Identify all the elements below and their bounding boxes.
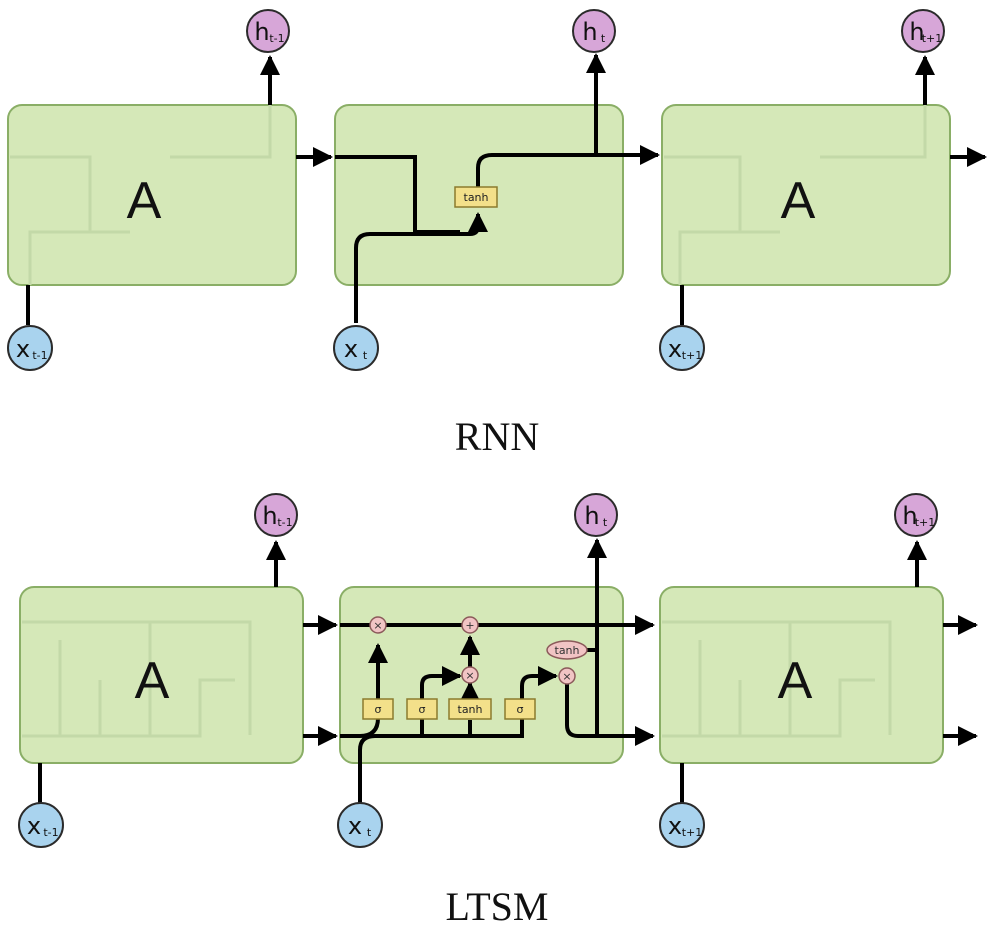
- svg-text:+: +: [465, 619, 474, 632]
- lstm-input-node-prev: x t-1: [18, 802, 64, 848]
- rnn-cell-right: [661, 104, 951, 286]
- svg-text:h: h: [582, 18, 597, 46]
- rnn-input-node-current: x t: [333, 325, 379, 371]
- lstm-forget-gate-layer: σ: [362, 698, 394, 720]
- rnn-tanh-output: [476, 153, 596, 187]
- svg-text:t: t: [367, 826, 372, 839]
- svg-text:×: ×: [562, 670, 571, 683]
- lstm-output-node-current: h t: [574, 493, 618, 537]
- rnn-ghost-wiring-right: [664, 105, 927, 285]
- svg-text:σ: σ: [517, 703, 524, 716]
- svg-text:tanh: tanh: [458, 703, 483, 716]
- svg-text:t+1: t+1: [922, 32, 943, 45]
- lstm-forget-multiply-op: ×: [369, 616, 387, 634]
- lstm-tanh-op: tanh: [546, 640, 588, 660]
- svg-text:σ: σ: [375, 703, 382, 716]
- rnn-cell-left-letter: A: [127, 172, 162, 230]
- lstm-input-gate-layer: σ: [406, 698, 438, 720]
- svg-text:σ: σ: [419, 703, 426, 716]
- svg-text:t: t: [363, 349, 368, 362]
- svg-text:t-1: t-1: [43, 826, 58, 839]
- svg-text:t-1: t-1: [32, 349, 47, 362]
- rnn-input-node-next: x t+1: [659, 325, 705, 371]
- rnn-input-to-merge: [354, 212, 488, 323]
- svg-text:x: x: [348, 812, 362, 840]
- svg-text:h: h: [909, 18, 924, 46]
- svg-text:t+1: t+1: [915, 516, 936, 529]
- svg-text:t: t: [603, 516, 608, 529]
- lstm-input-multiply-op: ×: [461, 666, 479, 684]
- svg-text:h: h: [254, 18, 269, 46]
- lstm-caption: LTSM: [445, 884, 548, 929]
- lstm-diagram: A A × + ×: [18, 493, 978, 929]
- lstm-output-node-next: h t+1: [894, 493, 938, 537]
- lstm-cell-left: [19, 586, 304, 764]
- lstm-output-gate-wire: [520, 666, 558, 722]
- lstm-input-node-current: x t: [337, 802, 383, 848]
- lstm-hidden-state-line: [340, 717, 380, 738]
- svg-text:t+1: t+1: [682, 349, 703, 362]
- svg-text:t-1: t-1: [277, 516, 292, 529]
- svg-text:t-1: t-1: [269, 32, 284, 45]
- svg-text:h: h: [584, 502, 599, 530]
- lstm-ghost-wiring-left: [22, 620, 252, 738]
- lstm-output-node-prev: h t-1: [254, 493, 298, 537]
- rnn-output-node-current: h t: [572, 9, 616, 53]
- rnn-input-node-prev: x t-1: [7, 325, 53, 371]
- rnn-diagram: A A tanh h t-1 h t h t+1: [7, 9, 987, 459]
- lstm-ghost-wiring-right: [662, 620, 892, 738]
- svg-text:x: x: [344, 335, 358, 363]
- rnn-caption: RNN: [455, 414, 539, 459]
- lstm-output-gate-layer: σ: [504, 698, 536, 720]
- rnn-cell-right-letter: A: [781, 172, 816, 230]
- svg-text:tanh: tanh: [555, 644, 580, 657]
- rnn-output-node-prev: h t-1: [246, 9, 290, 53]
- svg-text:t+1: t+1: [682, 826, 703, 839]
- rnn-cell-left: [7, 104, 297, 286]
- svg-text:x: x: [27, 812, 41, 840]
- lstm-output-wire: [565, 684, 655, 746]
- rnn-ghost-wiring-left: [10, 105, 272, 285]
- lstm-cell-right: [659, 586, 944, 764]
- svg-text:×: ×: [465, 669, 474, 682]
- lstm-add-op: +: [461, 616, 479, 634]
- lstm-input-gate-wire: [420, 666, 462, 736]
- lstm-cell-left-letter: A: [135, 652, 170, 710]
- svg-text:x: x: [668, 812, 682, 840]
- rnn-tanh-layer: [454, 186, 498, 208]
- svg-text:×: ×: [373, 619, 382, 632]
- svg-text:x: x: [668, 335, 682, 363]
- lstm-output-multiply-op: ×: [558, 667, 576, 685]
- lstm-input-merge: [358, 722, 524, 810]
- svg-text:t: t: [601, 32, 606, 45]
- svg-text:h: h: [902, 502, 917, 530]
- rnn-output-node-next: h t+1: [901, 9, 945, 53]
- lstm-cell-right-letter: A: [778, 652, 813, 710]
- svg-text:h: h: [262, 502, 277, 530]
- svg-text:x: x: [16, 335, 30, 363]
- lstm-candidate-layer: tanh: [448, 698, 492, 720]
- rnn-tanh-layer-label: tanh: [464, 191, 489, 204]
- lstm-input-node-next: x t+1: [659, 802, 705, 848]
